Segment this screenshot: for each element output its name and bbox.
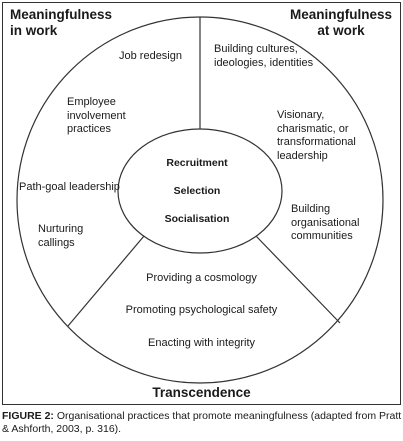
item-building-communities: Building organisational communities (291, 203, 360, 242)
caption-label: FIGURE 2: (2, 410, 54, 422)
item-building-cultures: Building cultures, ideologies, identitie… (214, 43, 314, 69)
divider-bottom-left (67, 235, 145, 327)
figure-frame (2, 2, 401, 405)
center-socialisation: Socialisation (164, 213, 230, 225)
item-visionary-leadership: Visionary, charismatic, or transformatio… (277, 109, 356, 162)
item-integrity: Enacting with integrity (148, 337, 255, 349)
quadrant-title-in-work: Meaningfulness in work (10, 7, 113, 38)
quadrant-title-transcendence: Transcendence (152, 385, 251, 400)
item-cosmology: Providing a cosmology (146, 272, 257, 284)
item-nurturing-callings: Nurturing callings (38, 223, 84, 249)
center-recruitment: Recruitment (166, 157, 228, 169)
item-path-goal-leadership: Path-goal leadership (19, 181, 120, 193)
center-selection: Selection (173, 185, 221, 197)
caption-text: Organisational practices that promote me… (2, 410, 402, 435)
divider-bottom-right (255, 235, 341, 324)
diagram-canvas (16, 16, 384, 384)
item-employee-involvement: Employee involvement practices (67, 96, 126, 135)
figure-caption: FIGURE 2: Organisational practices that … (2, 410, 402, 436)
item-job-redesign: Job redesign (119, 50, 182, 62)
item-psychological-safety: Promoting psychological safety (125, 304, 278, 316)
quadrant-title-at-work: Meaningfulness at work (289, 7, 392, 38)
